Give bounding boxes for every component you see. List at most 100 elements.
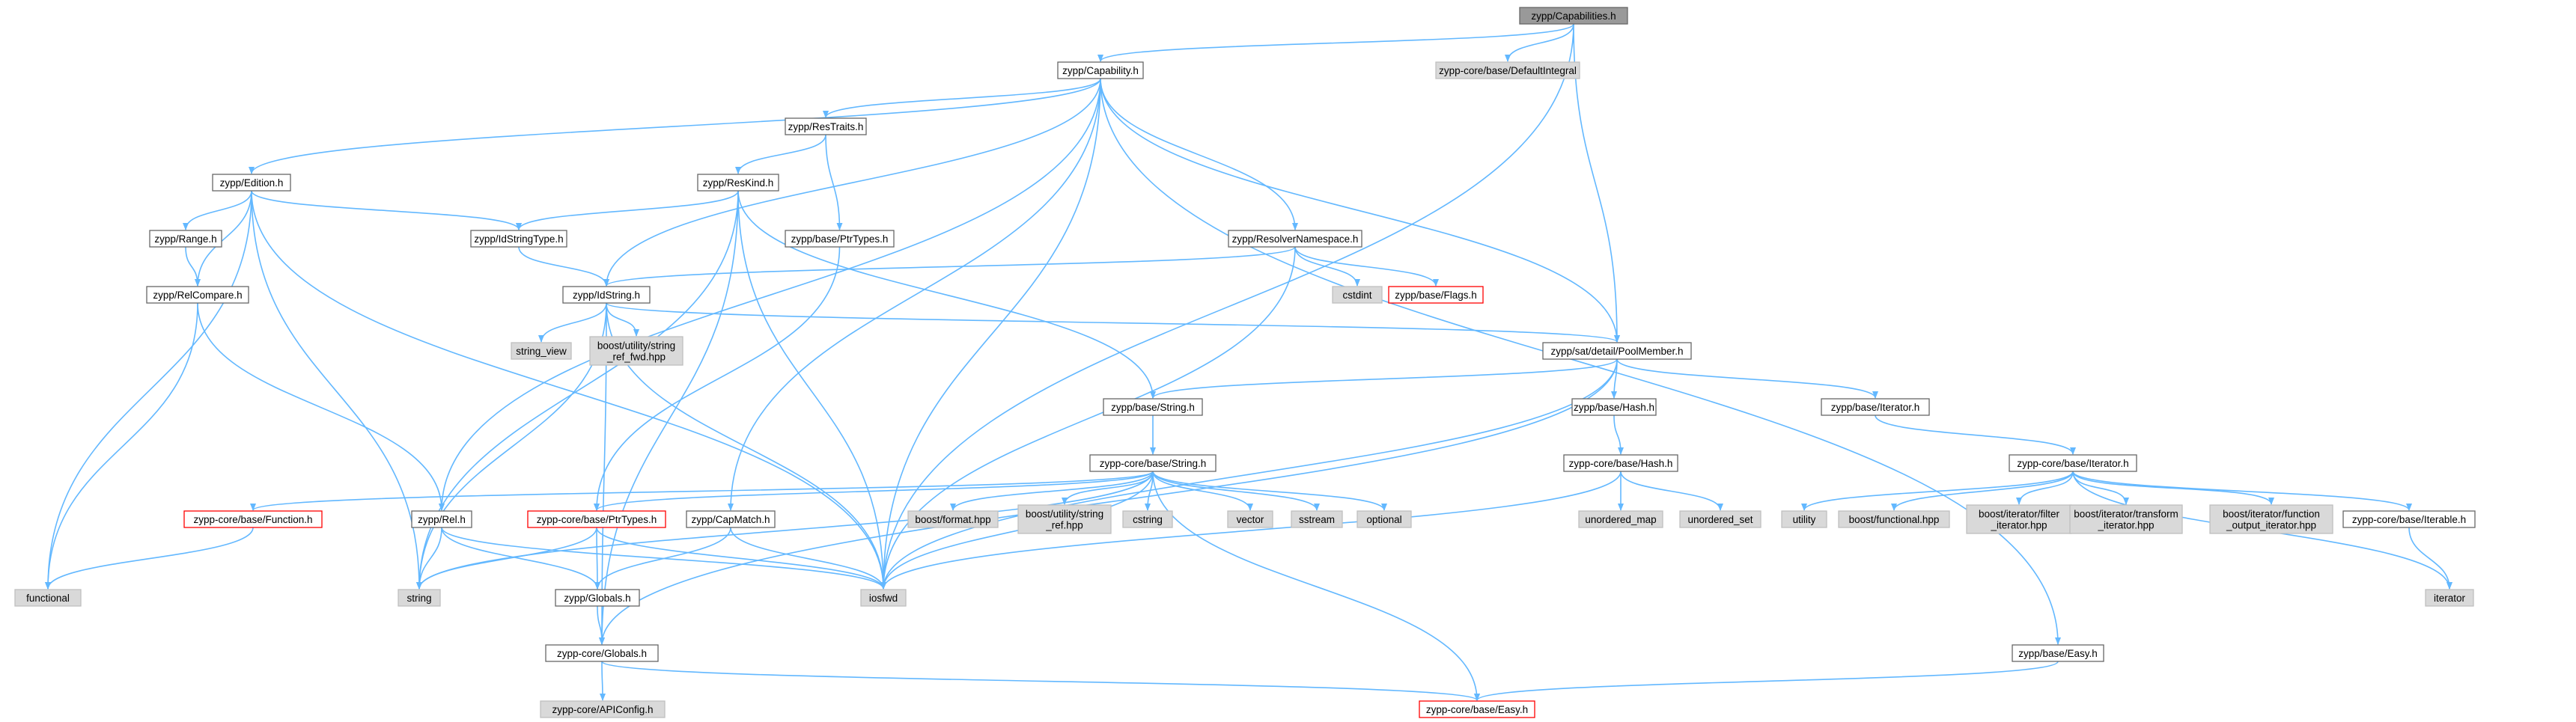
node-string_view[interactable]: string_view [511, 342, 572, 360]
node-box-range [149, 230, 222, 248]
edge-capabilities-to-iosfwd [880, 23, 1574, 590]
node-basestring[interactable]: zypp/base/String.h [1103, 398, 1203, 416]
node-label-cstring: cstring [1133, 514, 1163, 525]
node-capability[interactable]: zypp/Capability.h [1057, 61, 1144, 79]
node-defaultintegral[interactable]: zypp-core/base/DefaultIntegral [1435, 61, 1580, 79]
node-boost_filter[interactable]: boost/iterator/filter_iterator.hpp [1966, 504, 2072, 534]
node-label-optional: optional [1366, 514, 1401, 525]
node-label-string: string [407, 593, 431, 604]
edge-corestring-to-function [250, 471, 1154, 511]
node-iosfwd[interactable]: iosfwd [860, 589, 907, 607]
edge-capabilities-to-capability [1097, 23, 1574, 62]
node-box-unordered_map [1578, 510, 1663, 528]
edge-capmatch-to-iosfwd [730, 527, 886, 590]
node-label-defaultintegral: zypp-core/base/DefaultIntegral [1439, 65, 1577, 76]
edge-coreglobals-to-coreeasy [601, 661, 1480, 701]
node-label-baseiterator: zypp/base/Iterator.h [1831, 402, 1920, 413]
edge-capabilities-to-poolmember [1573, 23, 1620, 343]
edge-corestring-to-sstream [1152, 471, 1320, 511]
node-boost_functional[interactable]: boost/functional.hpp [1838, 510, 1950, 528]
node-box-baseptrtypes [785, 230, 895, 248]
node-label-boost_format: boost/format.hpp [915, 514, 990, 525]
node-label-boost_string_ref2: boost/utility/string_ref.hpp [1026, 509, 1103, 531]
node-box-boost_function_output [2209, 504, 2333, 534]
node-baseptrtypes[interactable]: zypp/base/PtrTypes.h [785, 230, 895, 248]
node-cstring[interactable]: cstring [1122, 510, 1173, 528]
node-label-capmatch: zypp/CapMatch.h [691, 514, 770, 525]
node-globals[interactable]: zypp/Globals.h [555, 589, 640, 607]
node-box-cstring [1122, 510, 1173, 528]
node-box-boost_transform [2069, 504, 2183, 534]
node-unordered_set[interactable]: unordered_set [1679, 510, 1762, 528]
edge-rel-to-globals [441, 527, 600, 590]
edge-resolvernamespace-to-cstdint [1294, 246, 1360, 287]
node-box-globals [555, 589, 640, 607]
node-capmatch[interactable]: zypp/CapMatch.h [686, 510, 776, 528]
node-label-boost_functional: boost/functional.hpp [1849, 514, 1940, 525]
node-reskind[interactable]: zypp/ResKind.h [697, 174, 779, 192]
node-baseeasy[interactable]: zypp/base/Easy.h [2012, 644, 2104, 662]
node-boost_string_ref[interactable]: boost/utility/string_ref_fwd.hpp [589, 336, 683, 366]
node-basehash[interactable]: zypp/base/Hash.h [1571, 398, 1657, 416]
node-coreeasy[interactable]: zypp-core/base/Easy.h [1419, 700, 1535, 718]
node-corestring[interactable]: zypp-core/base/String.h [1089, 454, 1217, 472]
node-restraits[interactable]: zypp/ResTraits.h [785, 117, 867, 135]
edges-layer [45, 23, 2452, 701]
node-boost_string_ref2[interactable]: boost/utility/string_ref.hpp [1017, 504, 1112, 534]
node-utility[interactable]: utility [1781, 510, 1827, 528]
node-box-boost_format [907, 510, 999, 528]
node-unordered_map[interactable]: unordered_map [1578, 510, 1663, 528]
node-baseiterator[interactable]: zypp/base/Iterator.h [1821, 398, 1930, 416]
node-corehash[interactable]: zypp-core/base/Hash.h [1563, 454, 1678, 472]
node-capabilities[interactable]: zypp/Capabilities.h [1519, 7, 1628, 25]
node-box-corestring [1089, 454, 1217, 472]
node-iterable[interactable]: zypp-core/base/Iterable.h [2342, 510, 2476, 528]
node-label-functional: functional [26, 593, 70, 604]
edge-rel-to-string [416, 527, 442, 590]
node-edition[interactable]: zypp/Edition.h [212, 174, 291, 192]
node-string[interactable]: string [398, 589, 441, 607]
node-apiconfig[interactable]: zypp-core/APIConfig.h [540, 700, 666, 718]
node-box-optional [1356, 510, 1412, 528]
node-label-apiconfig: zypp-core/APIConfig.h [552, 704, 653, 715]
node-coreptrtypes[interactable]: zypp-core/base/PtrTypes.h [527, 510, 666, 528]
node-label-unordered_set: unordered_set [1687, 514, 1753, 525]
node-box-poolmember [1542, 342, 1692, 360]
node-function[interactable]: zypp-core/base/Function.h [183, 510, 323, 528]
edge-range-to-relcompare [185, 246, 201, 287]
node-boost_transform[interactable]: boost/iterator/transform_iterator.hpp [2069, 504, 2183, 534]
node-label-capabilities: zypp/Capabilities.h [1531, 10, 1616, 22]
node-iterator[interactable]: iterator [2425, 589, 2474, 607]
edge-coreptrtypes-to-iosfwd [596, 527, 886, 590]
edge-edition-to-relcompare [195, 190, 252, 287]
node-box-reskind [697, 174, 779, 192]
node-rel[interactable]: zypp/Rel.h [411, 510, 472, 528]
node-relcompare[interactable]: zypp/RelCompare.h [146, 286, 249, 304]
node-coreiterator[interactable]: zypp-core/base/Iterator.h [2009, 454, 2137, 472]
node-boost_format[interactable]: boost/format.hpp [907, 510, 999, 528]
edge-relcompare-to-functional [45, 302, 198, 590]
node-vector[interactable]: vector [1227, 510, 1273, 528]
node-idstring[interactable]: zypp/IdString.h [562, 286, 651, 304]
node-coreglobals[interactable]: zypp-core/Globals.h [545, 644, 659, 662]
node-box-basehash [1571, 398, 1657, 416]
node-functional[interactable]: functional [14, 589, 82, 607]
node-label-sstream: sstream [1299, 514, 1335, 525]
node-box-cstdint [1332, 286, 1383, 304]
node-label-capability: zypp/Capability.h [1062, 65, 1139, 76]
edge-globals-to-coreglobals [597, 605, 605, 645]
node-poolmember[interactable]: zypp/sat/detail/PoolMember.h [1542, 342, 1692, 360]
node-cstdint[interactable]: cstdint [1332, 286, 1383, 304]
edge-resolvernamespace-to-iosfwd [880, 246, 1296, 590]
node-boost_function_output[interactable]: boost/iterator/function_output_iterator.… [2209, 504, 2333, 534]
node-resolvernamespace[interactable]: zypp/ResolverNamespace.h [1228, 230, 1362, 248]
node-optional[interactable]: optional [1356, 510, 1412, 528]
node-label-reskind: zypp/ResKind.h [703, 177, 774, 189]
node-flags[interactable]: zypp/base/Flags.h [1388, 286, 1484, 304]
node-idstringtype[interactable]: zypp/IdStringType.h [470, 230, 567, 248]
edge-relcompare-to-rel [197, 302, 445, 511]
node-sstream[interactable]: sstream [1291, 510, 1343, 528]
node-range[interactable]: zypp/Range.h [149, 230, 222, 248]
node-box-boost_string_ref2 [1017, 504, 1112, 534]
edge-iterable-to-iterator [2408, 527, 2452, 590]
